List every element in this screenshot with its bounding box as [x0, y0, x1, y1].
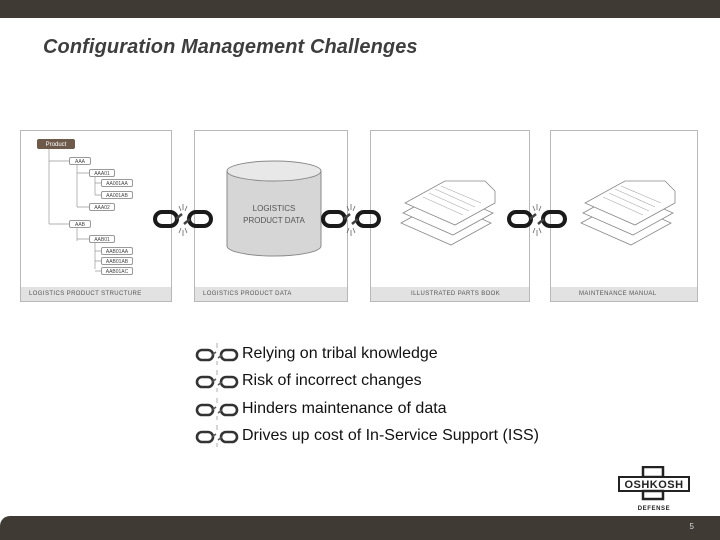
broken-chain-icon [195, 425, 239, 448]
tree-node: AAB [69, 220, 91, 228]
bullet-text: Risk of incorrect changes [242, 372, 422, 390]
svg-text:DEFENSE: DEFENSE [638, 506, 671, 512]
panel-product-structure: Product AAA AAA01 AA001AA AA001AB AAA02 … [20, 130, 172, 302]
bullet-item: Relying on tribal knowledge [195, 340, 539, 368]
bullet-item: Hinders maintenance of data [195, 395, 539, 423]
bullet-item: Drives up cost of In-Service Support (IS… [195, 423, 539, 451]
tree-node: AAA02 [89, 203, 115, 211]
page-number: 5 [689, 522, 694, 531]
tree-node: AAA01 [89, 169, 115, 177]
bullet-item: Risk of incorrect changes [195, 368, 539, 396]
broken-chain-icon [153, 204, 213, 236]
oshkosh-defense-logo: OSHKOSH DEFENSE [618, 465, 690, 514]
tree-root-node: Product [37, 139, 75, 149]
broken-chain-icon [321, 204, 381, 236]
bullet-list: Relying on tribal knowledge Risk of inco… [195, 340, 539, 450]
svg-text:OSHKOSH: OSHKOSH [624, 479, 683, 491]
tree-node: AAB01AC [101, 267, 133, 275]
panel-maintenance-manual: MAINTENANCE MANUAL [550, 130, 698, 302]
bullet-text: Drives up cost of In-Service Support (IS… [242, 427, 539, 445]
panel-caption: LOGISTICS PRODUCT STRUCTURE [21, 287, 171, 301]
database-label-2: PRODUCT DATA [243, 216, 305, 225]
panel-product-data: LOGISTICS PRODUCT DATA LOGISTICS PRODUCT… [194, 130, 348, 302]
document-stack-icon [580, 180, 676, 246]
tree-node: AAB01AB [101, 257, 133, 265]
bullet-text: Relying on tribal knowledge [242, 344, 438, 362]
panel-caption: MAINTENANCE MANUAL [551, 287, 697, 301]
tree-node: AA001AA [101, 179, 133, 187]
bottom-bar: 5 [0, 516, 720, 540]
bullet-text: Hinders maintenance of data [242, 399, 447, 417]
logo-mark: OSHKOSH DEFENSE [618, 465, 690, 512]
broken-chain-icon [195, 370, 239, 393]
tree-node: AAB01 [89, 235, 115, 243]
database-cylinder-icon: LOGISTICS PRODUCT DATA [226, 160, 322, 257]
broken-chain-icon [195, 342, 239, 365]
top-bar [0, 0, 720, 18]
slide-title: Configuration Management Challenges [43, 36, 418, 58]
panel-parts-book: ILLUSTRATED PARTS BOOK [370, 130, 530, 302]
tree-connectors [48, 146, 101, 272]
tree-node: AAA [69, 157, 91, 165]
document-stack-icon [400, 180, 496, 246]
broken-chain-icon [195, 397, 239, 420]
tree-node: AAB01AA [101, 247, 133, 255]
tree-node: AA001AB [101, 191, 133, 199]
process-strip: Product AAA AAA01 AA001AA AA001AB AAA02 … [20, 130, 698, 302]
panel-caption: ILLUSTRATED PARTS BOOK [371, 287, 529, 301]
panel-caption: LOGISTICS PRODUCT DATA [195, 287, 347, 301]
broken-chain-icon [507, 204, 567, 236]
database-label-1: LOGISTICS [253, 204, 296, 213]
